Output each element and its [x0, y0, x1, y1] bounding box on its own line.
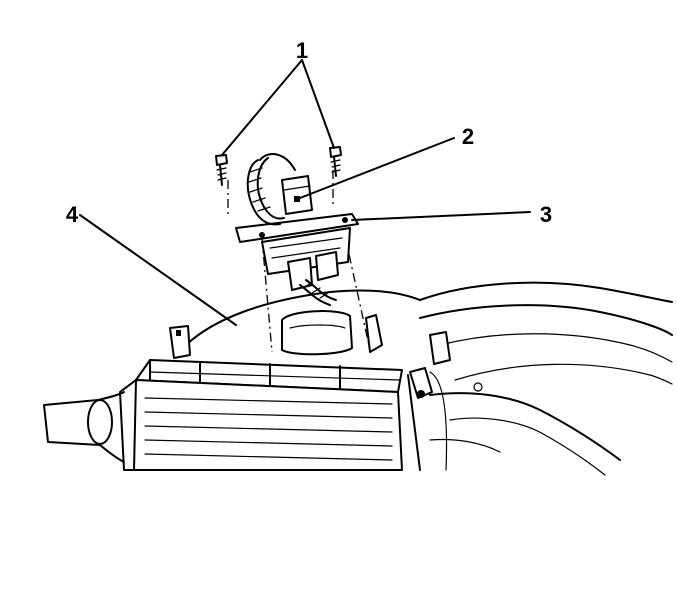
screw-right [329, 146, 342, 177]
callout-2: 2 [462, 124, 474, 149]
callout-3: 3 [540, 202, 552, 227]
callout-4: 4 [66, 202, 79, 227]
callout-1: 1 [296, 38, 308, 63]
electrical-connector [246, 153, 337, 306]
screw-left [215, 154, 228, 186]
resistor-mounting-opening [281, 310, 383, 356]
leader-lines [79, 59, 531, 326]
hvac-module-housing [43, 281, 673, 476]
blower-motor-resistor [235, 213, 359, 291]
